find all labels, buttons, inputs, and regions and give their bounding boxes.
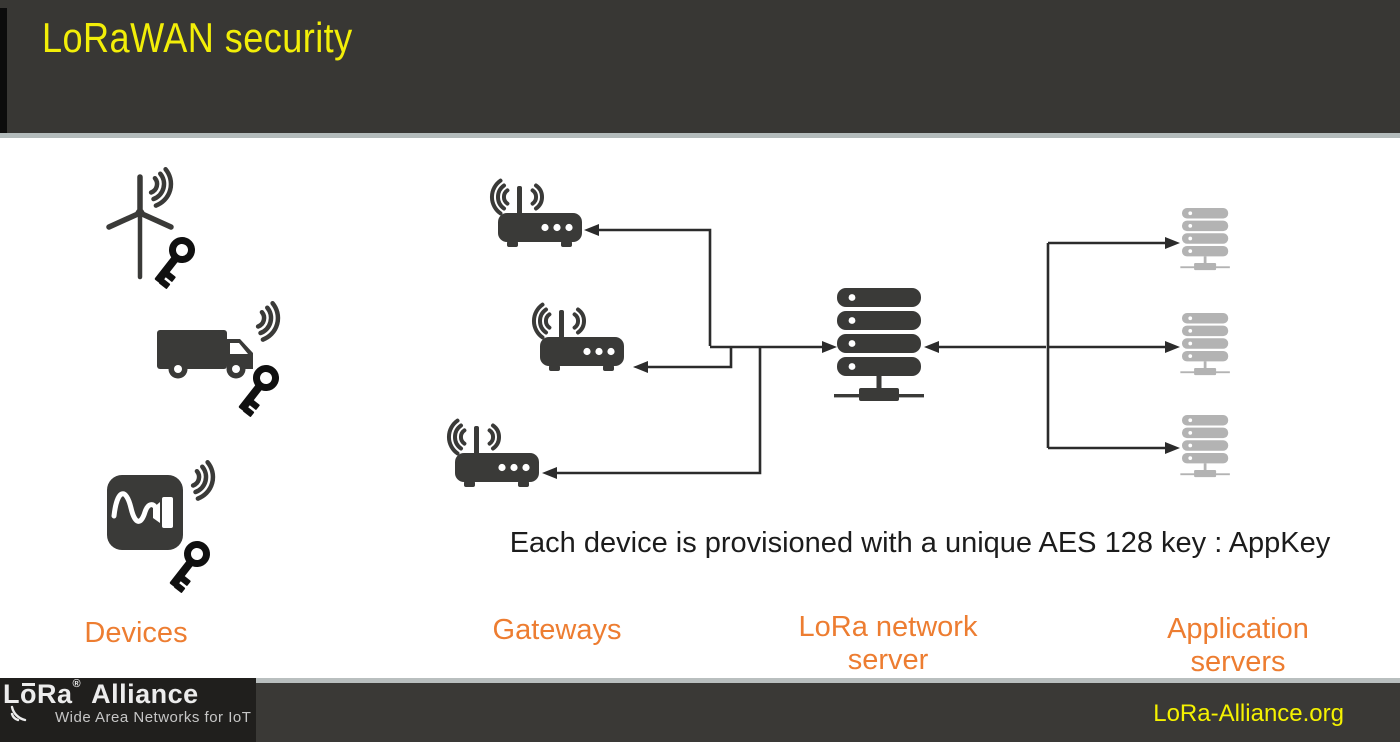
lora-alliance-website-text: LoRa-Alliance.org <box>1153 700 1344 727</box>
logo-radio-waves-icon <box>10 705 27 722</box>
network-server-label-line1: LoRa network <box>798 611 978 643</box>
gateway-router-icon <box>531 302 626 373</box>
logo-tagline: Wide Area Networks for IoT <box>55 709 252 726</box>
key-icon <box>150 237 198 290</box>
truck-icon <box>157 330 253 379</box>
gateway-router-icon <box>446 418 541 489</box>
arrow-heads <box>542 224 1180 479</box>
devices-label: Devices <box>84 617 188 649</box>
logo-lora-text: LoRa <box>3 679 73 709</box>
network-server-label: LoRa network server <box>799 611 978 677</box>
application-servers-label-line1: Application <box>1167 613 1309 645</box>
logo-o-macron <box>22 683 35 686</box>
sensor-icon <box>107 475 183 550</box>
application-servers-label-line2: servers <box>1190 646 1286 678</box>
application-server-icon <box>1180 313 1230 376</box>
logo-wordmark: LoRa® Alliance <box>3 678 199 710</box>
network-server-label-line2: server <box>847 644 929 676</box>
footer-divider <box>0 678 1400 683</box>
signal-waves-icon <box>190 460 217 501</box>
application-servers-label: Application servers <box>1167 613 1309 679</box>
gateways-label: Gateways <box>492 614 622 646</box>
arrow-connectors <box>556 228 1166 475</box>
signal-waves-icon <box>255 301 282 342</box>
lora-alliance-logo: LoRa® Alliance Wide Area Networks for IoT <box>0 678 256 742</box>
logo-alliance-text: Alliance <box>91 679 199 709</box>
signal-waves-icon <box>148 167 175 208</box>
gateway-router-icon <box>489 178 584 249</box>
screen-edge-artifact <box>0 8 7 133</box>
registered-mark: ® <box>72 678 82 690</box>
network-server-icon <box>834 288 924 401</box>
application-server-icon <box>1180 415 1230 478</box>
wind-turbine-icon <box>106 174 174 280</box>
slide-header: LoRaWAN security <box>0 0 1400 133</box>
key-provision-text: Each device is provisioned with a unique… <box>509 527 1331 559</box>
page-title: LoRaWAN security <box>42 14 353 61</box>
header-divider <box>0 133 1400 138</box>
application-server-icon <box>1180 208 1230 271</box>
